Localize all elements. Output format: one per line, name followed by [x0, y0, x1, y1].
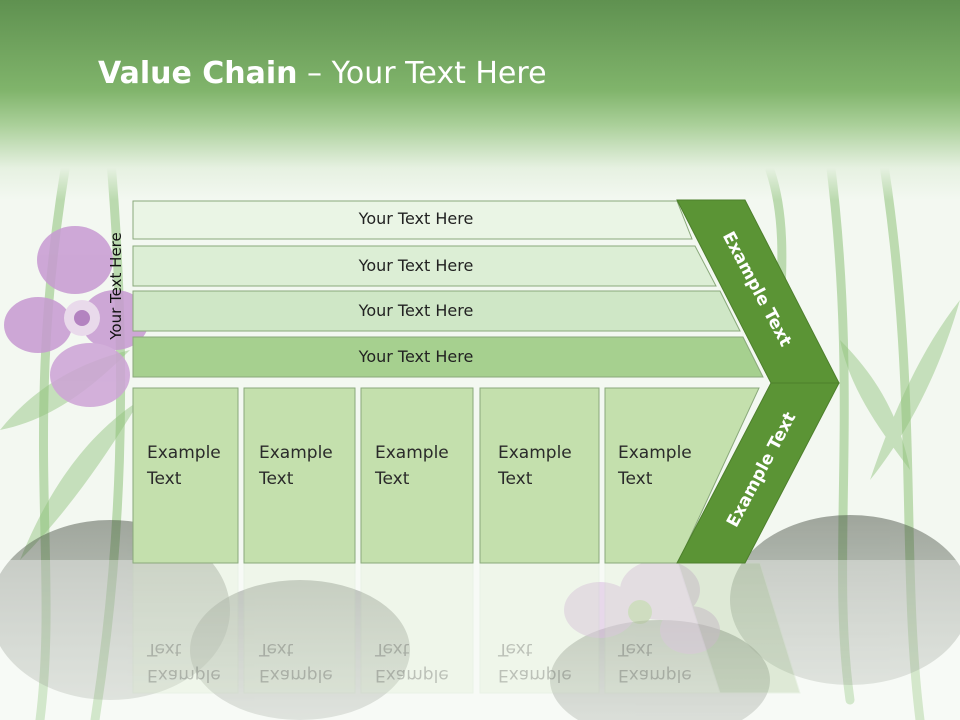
row-text-4: Your Text Here: [358, 347, 474, 366]
box-1-line-1: Example: [147, 443, 221, 463]
activity-box-2-text: Example Text: [259, 440, 359, 492]
stones: [0, 515, 960, 720]
box-5-line-1: Example: [618, 443, 692, 463]
title-rest: – Your Text Here: [297, 56, 547, 91]
activity-box-1[interactable]: [132, 387, 239, 564]
box-3-line-1: Example: [375, 443, 449, 463]
activity-box-1-text: Example Text: [147, 440, 247, 492]
box-5-line-2: Text: [618, 469, 653, 489]
chevron-lower[interactable]: [676, 382, 840, 564]
activity-box-5-text: Example Text: [618, 440, 718, 492]
row-text-3: Your Text Here: [358, 301, 474, 320]
row-band-2[interactable]: [132, 245, 717, 287]
activity-box-2[interactable]: [243, 387, 356, 564]
activity-box-4[interactable]: [479, 387, 600, 564]
row-band-3[interactable]: [132, 290, 741, 332]
diagram-reflection: [132, 562, 801, 694]
orchid-flower-icon: [4, 226, 149, 407]
box-2-line-2: Text: [259, 469, 294, 489]
activity-box-3[interactable]: [360, 387, 474, 564]
box-2-line-1: Example: [259, 443, 333, 463]
box-4-line-1: Example: [498, 443, 572, 463]
row-text-1: Your Text Here: [358, 209, 474, 228]
box-1-line-2: Text: [147, 469, 182, 489]
page-title: Value Chain – Your Text Here: [98, 54, 547, 94]
header-band: [0, 0, 960, 200]
box-3-line-2: Text: [375, 469, 410, 489]
row-band-4[interactable]: [132, 336, 764, 378]
activity-box-3-text: Example Text: [375, 440, 475, 492]
orchid-reflection: [564, 560, 720, 654]
title-bold: Value Chain: [98, 56, 298, 91]
box-4-line-2: Text: [498, 469, 533, 489]
row-text-2: Your Text Here: [358, 256, 474, 275]
activity-box-4-text: Example Text: [498, 440, 598, 492]
row-band-1[interactable]: [132, 200, 693, 240]
side-label: Your Text Here: [107, 232, 125, 340]
